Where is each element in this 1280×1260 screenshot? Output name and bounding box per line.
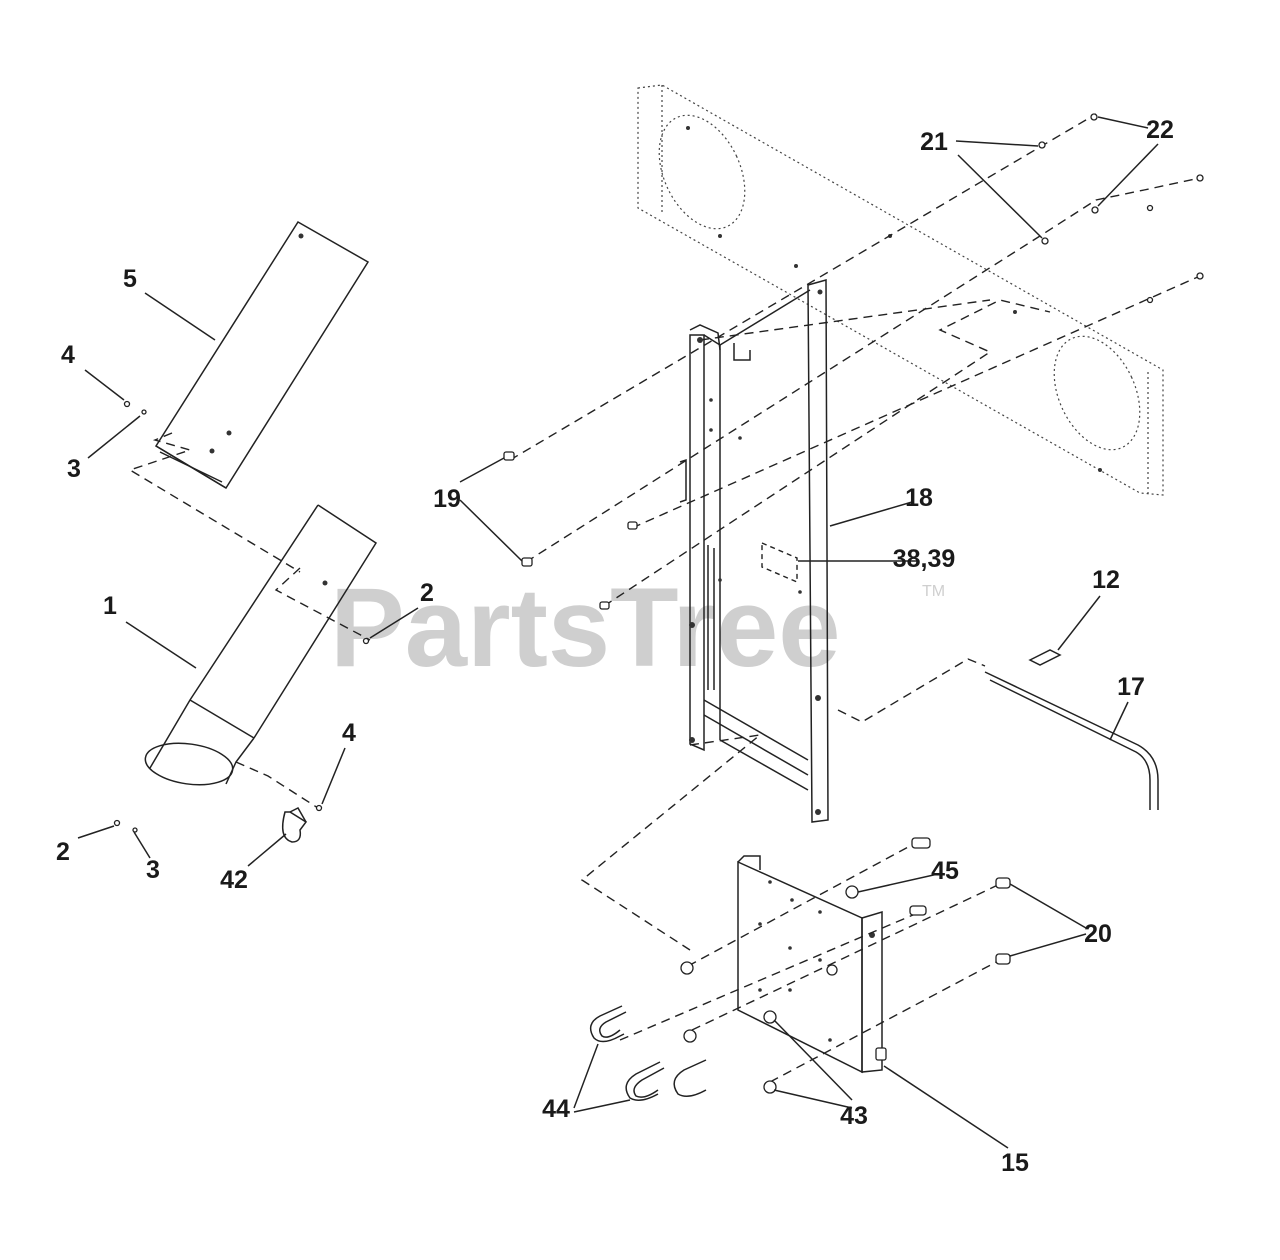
- connector-1-to-42: [235, 761, 319, 809]
- rear-panel: [637, 84, 1164, 496]
- part-12-17-rod: [837, 649, 1159, 810]
- bolt-lines-lower: [619, 845, 1001, 1083]
- part-20-bolts: [909, 837, 1011, 965]
- callout-c3839: 38,39: [893, 545, 956, 573]
- left-hardware: [113, 400, 370, 833]
- callout-c5: 5: [123, 265, 137, 293]
- callout-c15: 15: [1001, 1149, 1029, 1177]
- part-18-frame: [679, 279, 829, 823]
- callout-c43: 43: [840, 1102, 868, 1130]
- callout-c42: 42: [220, 866, 248, 894]
- callout-c2b: 2: [56, 838, 70, 866]
- part-42-clip: [281, 807, 308, 843]
- connector-1-bracket: [274, 567, 371, 641]
- callout-c18: 18: [905, 484, 933, 512]
- connector-frame-to-plate: [580, 733, 763, 951]
- callout-c3a: 3: [67, 455, 81, 483]
- callout-c44: 44: [542, 1095, 570, 1123]
- callout-c4a: 4: [61, 341, 75, 369]
- callout-c21: 21: [920, 128, 948, 156]
- callout-c22: 22: [1146, 116, 1174, 144]
- callout-c2a: 2: [420, 579, 434, 607]
- part-44-u-bolts: [589, 1005, 707, 1101]
- leader-lines: [77, 116, 1159, 1149]
- part-22-hardware: [1090, 113, 1204, 304]
- part-45-nut: [845, 885, 859, 899]
- callout-c17: 17: [1117, 673, 1145, 701]
- watermark-trademark: TM: [922, 583, 945, 600]
- part-38-39-decal: [761, 541, 798, 584]
- watermark-text: PartsTree: [330, 565, 841, 690]
- callout-c12: 12: [1092, 566, 1120, 594]
- part-15-mounting-plate: [737, 855, 887, 1074]
- part-5-upper-chute: [154, 220, 370, 490]
- callout-c4b: 4: [342, 719, 356, 747]
- callout-c45: 45: [931, 857, 959, 885]
- watermark: PartsTree TM: [330, 565, 945, 690]
- part-19-bolts: [503, 451, 638, 610]
- callout-c3b: 3: [146, 856, 160, 884]
- callout-c19: 19: [433, 485, 461, 513]
- part-1-lower-chute: [144, 504, 378, 786]
- callout-c1: 1: [103, 592, 117, 620]
- connector-5-to-1: [128, 432, 301, 573]
- part-21-washers: [1038, 141, 1049, 245]
- bolt-lines-upper: [509, 113, 1201, 607]
- callout-c20: 20: [1084, 920, 1112, 948]
- part-43-nuts: [680, 961, 838, 1094]
